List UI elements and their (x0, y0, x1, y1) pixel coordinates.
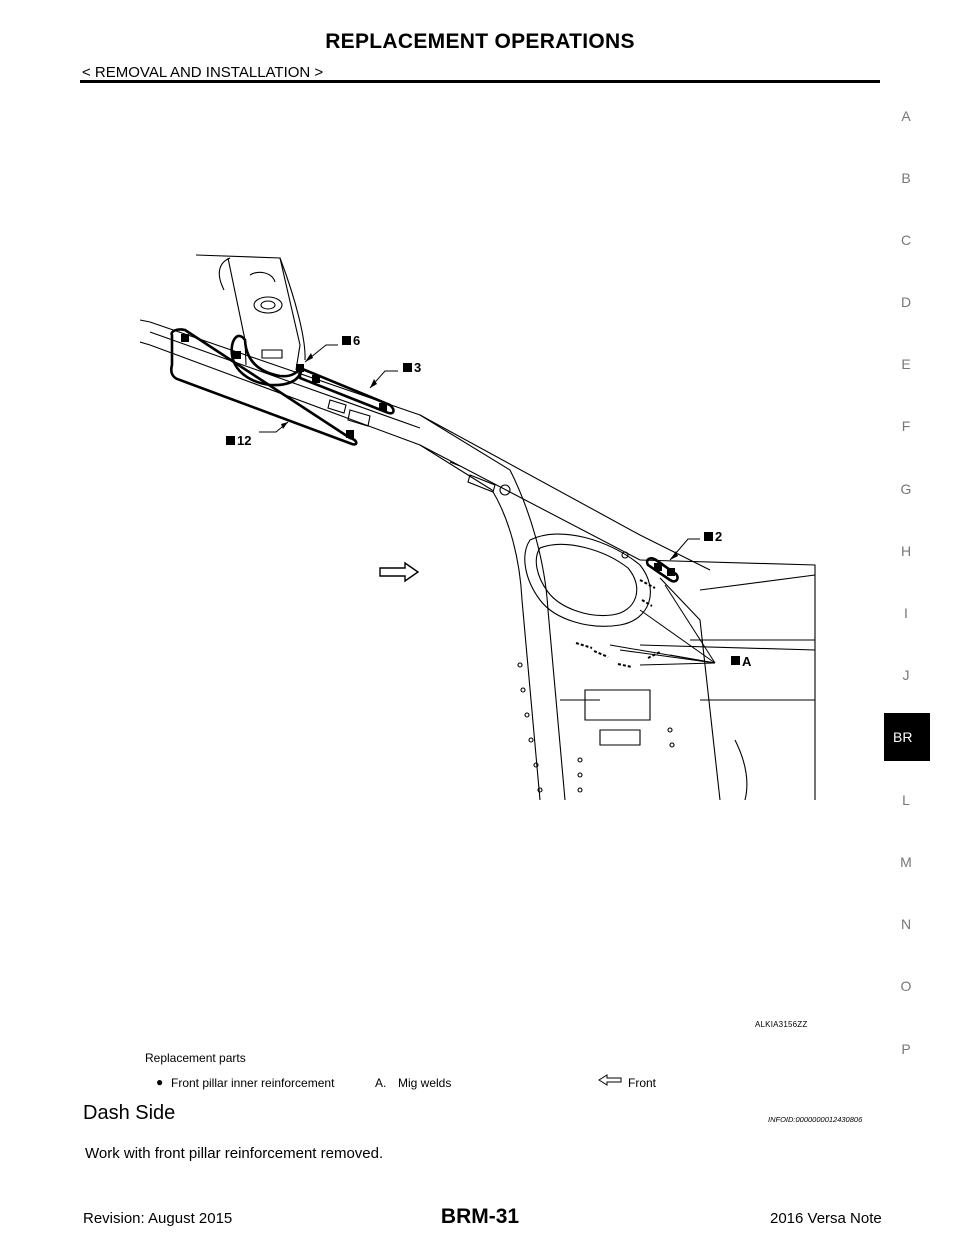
side-index-j[interactable]: J (902, 667, 910, 683)
section-title: Dash Side (83, 1102, 176, 1124)
page-title: REPLACEMENT OPERATIONS (325, 30, 635, 53)
legend-weld-letter: A. (375, 1076, 387, 1090)
callout-a: A (742, 654, 752, 669)
figure-code: ALKIA3156ZZ (755, 1020, 808, 1029)
side-index-l[interactable]: L (902, 792, 910, 808)
side-index-m[interactable]: M (900, 854, 912, 870)
pillar-weld-diagram: 6 3 12 2 A (140, 254, 816, 800)
side-index-b[interactable]: B (901, 170, 911, 186)
side-index-c[interactable]: C (900, 232, 912, 248)
callout-2: 2 (715, 529, 722, 544)
footer-model: 2016 Versa Note (770, 1210, 882, 1227)
callout-12: 12 (237, 433, 251, 448)
footer-revision: Revision: August 2015 (83, 1210, 233, 1227)
side-index-g[interactable]: G (900, 481, 912, 497)
side-index-f[interactable]: F (901, 418, 911, 434)
side-index-a[interactable]: A (901, 108, 911, 124)
callout-3: 3 (414, 360, 421, 375)
bullet-icon: ● (156, 1075, 164, 1089)
side-index-o[interactable]: O (900, 978, 912, 994)
front-arrow-icon (598, 1074, 622, 1086)
breadcrumb: < REMOVAL AND INSTALLATION > (82, 64, 324, 81)
legend-weld-label: Mig welds (398, 1076, 452, 1090)
side-index-i[interactable]: I (904, 605, 908, 621)
side-index-d[interactable]: D (900, 294, 912, 310)
side-index-n[interactable]: N (900, 916, 912, 932)
legend-front-label: Front (628, 1076, 657, 1090)
callout-6: 6 (353, 333, 360, 348)
side-index-e[interactable]: E (901, 356, 911, 372)
side-index-h[interactable]: H (900, 543, 912, 559)
side-index-br-active-tab[interactable]: BR (884, 713, 930, 761)
legend-part: Front pillar inner reinforcement (171, 1076, 335, 1090)
info-id: INFOID:0000000012430806 (768, 1115, 863, 1124)
header-divider (80, 80, 880, 83)
footer-page-number: BRM-31 (440, 1205, 520, 1228)
side-index-p[interactable]: P (901, 1041, 911, 1057)
section-body: Work with front pillar reinforcement rem… (85, 1145, 384, 1162)
legend-title: Replacement parts (145, 1051, 246, 1065)
